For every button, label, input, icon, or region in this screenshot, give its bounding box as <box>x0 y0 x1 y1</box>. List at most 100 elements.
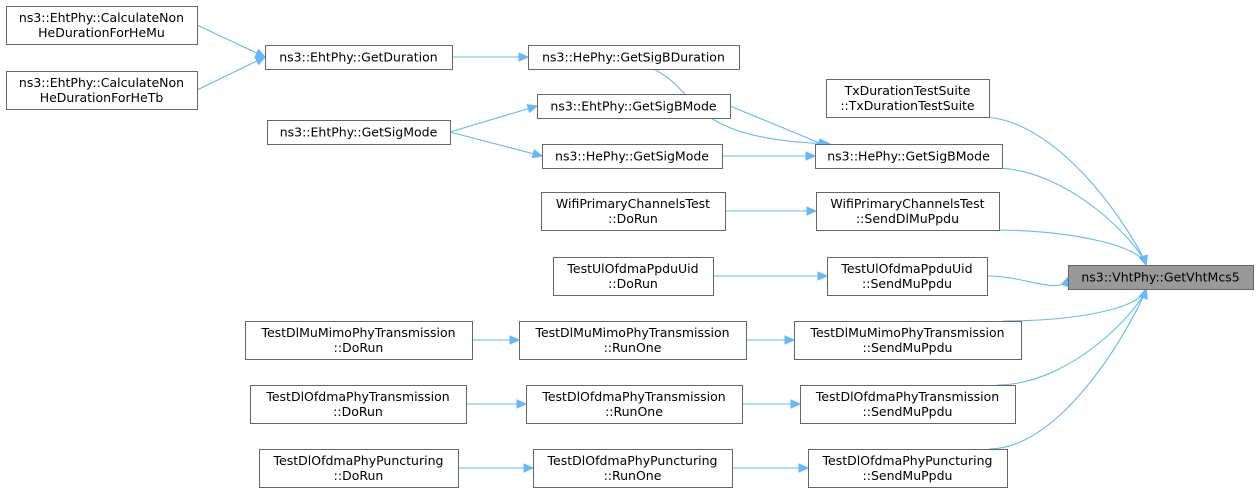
edge-arrowhead <box>790 399 802 409</box>
edge-dl-mimo-run-one-to-dl-mimo-send-mu <box>746 335 796 345</box>
node-dl-ofdma-do-run[interactable]: TestDlOfdmaPhyTransmission::DoRun <box>250 385 467 424</box>
node-box <box>794 321 1022 360</box>
node-label: HeDurationForHeTb <box>40 90 164 105</box>
edge-eht-get-sig-mode-to-he-get-sig-mode <box>449 131 544 159</box>
edge-line <box>196 56 266 91</box>
node-label: HeDurationForHeMu <box>38 25 165 40</box>
node-dl-punc-run-one[interactable]: TestDlOfdmaPhyPuncturing::RunOne <box>533 449 733 488</box>
node-dl-mimo-run-one[interactable]: TestDlMuMimoPhyTransmission::RunOne <box>519 321 747 360</box>
edge-wifi-prim-send-dl-to-root <box>990 229 1148 267</box>
node-label: WifiPrimaryChannelsTest <box>556 196 710 211</box>
node-box <box>542 144 723 169</box>
node-he-get-sig-bmode[interactable]: ns3::HePhy::GetSigBMode <box>815 144 1003 169</box>
node-label: TxDurationTestSuite <box>844 83 971 98</box>
edge-line <box>729 105 828 147</box>
edge-eht-get-sig-mode-to-eht-get-sig-bmode <box>449 104 539 133</box>
node-label: ::DoRun <box>334 468 384 483</box>
edge-arrowhead <box>509 335 521 345</box>
node-dl-ofdma-send-mu[interactable]: TestDlOfdmaPhyTransmission::SendMuPpdu <box>800 385 1016 424</box>
node-eht-get-duration[interactable]: ns3::EhtPhy::GetDuration <box>265 45 453 70</box>
node-box <box>533 449 733 488</box>
edge-arrowhead <box>806 206 818 216</box>
node-label: ::RunOne <box>605 404 663 419</box>
node-wifi-prim-do-run[interactable]: WifiPrimaryChannelsTest::DoRun <box>541 192 726 231</box>
node-label: TestDlOfdmaPhyTransmission <box>265 389 449 404</box>
node-tx-duration-suite[interactable]: TxDurationTestSuite::TxDurationTestSuite <box>826 79 990 118</box>
edge-arrowhead <box>784 335 796 345</box>
node-label: ns3::EhtPhy::CalculateNon <box>19 75 184 90</box>
node-box <box>245 321 473 360</box>
node-label: TestDlOfdmaPhyTransmission <box>541 389 725 404</box>
node-label: TestDlOfdmaPhyPuncturing <box>273 453 444 468</box>
edge-arrowhead <box>1138 254 1148 267</box>
node-box <box>826 79 990 118</box>
node-box <box>537 94 731 119</box>
node-label: WifiPrimaryChannelsTest <box>830 196 984 211</box>
node-box <box>265 45 453 70</box>
edge-ul-ofdma-send-mu-to-root <box>986 275 1070 288</box>
edge-line <box>449 131 543 157</box>
node-box <box>526 385 743 424</box>
node-calc-non-he-tb[interactable]: ns3::EhtPhy::CalculateNonHeDurationForHe… <box>6 71 198 110</box>
edge-line <box>990 229 1147 266</box>
node-box <box>259 449 459 488</box>
edge-line <box>986 275 1069 287</box>
edge-calc-non-he-tb-to-eht-get-duration <box>196 56 267 91</box>
node-box <box>267 120 451 145</box>
node-box <box>800 385 1016 424</box>
node-label: TestDlMuMimoPhyTransmission <box>534 325 729 340</box>
edge-line <box>449 105 538 133</box>
node-label: ::DoRun <box>333 404 383 419</box>
edge-dl-punc-send-mu-to-root <box>988 287 1148 450</box>
node-label: TestUlOfdmaPpduUid <box>566 261 698 276</box>
node-box <box>528 45 740 70</box>
node-label: ::SendMuPpdu <box>862 276 952 291</box>
node-he-get-sig-mode[interactable]: ns3::HePhy::GetSigMode <box>542 144 723 169</box>
edge-he-get-sig-bmode-to-root <box>993 167 1148 267</box>
edge-arrowhead <box>526 104 539 114</box>
node-label: ns3::EhtPhy::CalculateNon <box>19 10 184 25</box>
node-wifi-prim-send-dl[interactable]: WifiPrimaryChannelsTest::SendDlMuPpdu <box>816 192 1000 231</box>
node-he-get-sig-bduration[interactable]: ns3::HePhy::GetSigBDuration <box>528 45 740 70</box>
node-box <box>250 385 467 424</box>
node-box <box>6 6 198 45</box>
edge-dl-ofdma-run-one-to-dl-ofdma-send-mu <box>742 399 802 409</box>
edge-arrowhead <box>254 56 267 66</box>
node-label: ::TxDurationTestSuite <box>840 98 975 113</box>
edge-dl-mimo-do-run-to-dl-mimo-run-one <box>472 335 521 345</box>
node-root[interactable]: ns3::VhtPhy::GetVhtMcs5 <box>1068 265 1254 290</box>
edge-arrowhead <box>518 52 530 62</box>
edge-arrowhead <box>254 48 267 58</box>
node-ul-ofdma-send-mu[interactable]: TestUlOfdmaPpduUid::SendMuPpdu <box>827 257 988 296</box>
node-dl-mimo-send-mu[interactable]: TestDlMuMimoPhyTransmission::SendMuPpdu <box>794 321 1022 360</box>
node-eht-get-sig-mode[interactable]: ns3::EhtPhy::GetSigMode <box>267 120 451 145</box>
edge-line <box>196 24 266 58</box>
node-box <box>541 192 726 231</box>
node-label: ::SendMuPpdu <box>863 404 953 419</box>
node-dl-punc-do-run[interactable]: TestDlOfdmaPhyPuncturing::DoRun <box>259 449 459 488</box>
edge-line <box>993 167 1147 266</box>
edge-arrowhead <box>1138 287 1148 300</box>
edge-line <box>1002 288 1147 322</box>
edge-line <box>996 288 1147 386</box>
node-dl-mimo-do-run[interactable]: TestDlMuMimoPhyTransmission::DoRun <box>245 321 473 360</box>
edge-arrowhead <box>523 463 535 473</box>
edge-eht-get-duration-to-he-get-sig-bduration <box>452 52 530 62</box>
node-label: ::SendDlMuPpdu <box>856 211 959 226</box>
node-box <box>808 449 1008 488</box>
node-label: TestDlMuMimoPhyTransmission <box>260 325 455 340</box>
node-ul-ofdma-do-run[interactable]: TestUlOfdmaPpduUid::DoRun <box>553 257 714 296</box>
node-label: ns3::HePhy::GetSigBMode <box>827 149 990 164</box>
nodes-layer: ns3::VhtPhy::GetVhtMcs5 ns3::EhtPhy::Calc… <box>6 6 1254 488</box>
edge-ul-ofdma-do-run-to-ul-ofdma-send-mu <box>713 271 829 281</box>
node-dl-ofdma-run-one[interactable]: TestDlOfdmaPhyTransmission::RunOne <box>526 385 743 424</box>
node-label: TestDlMuMimoPhyTransmission <box>809 325 1004 340</box>
node-dl-punc-send-mu[interactable]: TestDlOfdmaPhyPuncturing::SendMuPpdu <box>808 449 1008 488</box>
node-label: TestDlOfdmaPhyPuncturing <box>822 453 993 468</box>
node-box <box>1068 265 1254 290</box>
edge-arrowhead <box>798 463 810 473</box>
node-calc-non-he-mu[interactable]: ns3::EhtPhy::CalculateNonHeDurationForHe… <box>6 6 198 45</box>
node-label: ns3::EhtPhy::GetDuration <box>279 50 437 65</box>
node-eht-get-sig-bmode[interactable]: ns3::EhtPhy::GetSigBMode <box>537 94 731 119</box>
edge-line <box>988 288 1147 450</box>
